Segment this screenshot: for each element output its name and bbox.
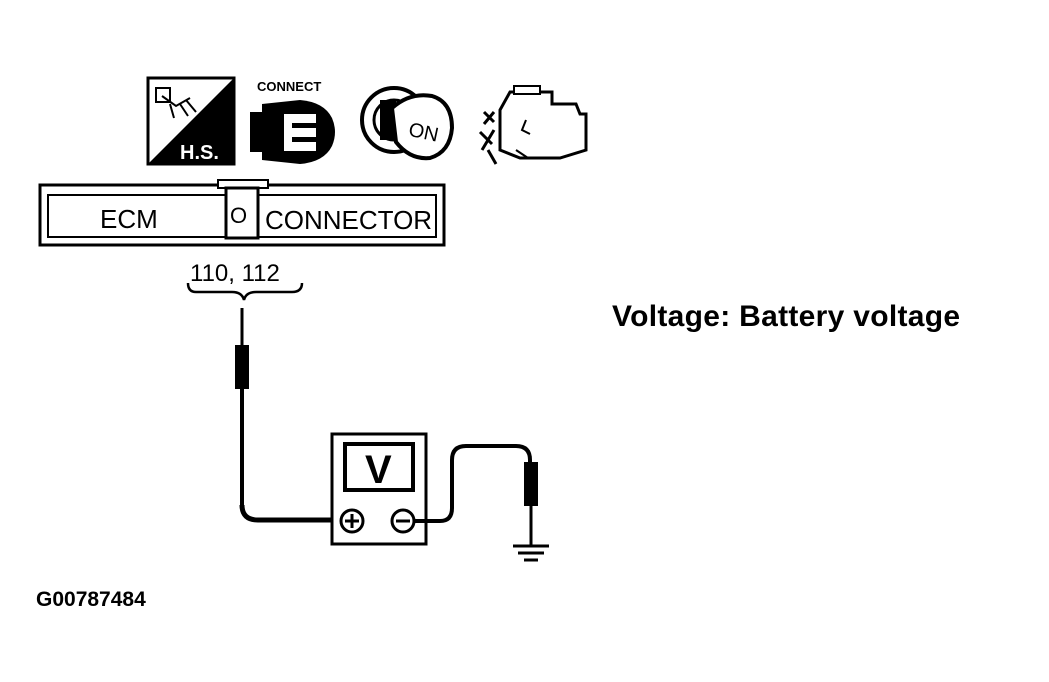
connect-label: CONNECT: [257, 79, 321, 94]
wiring-harness-icon: H.S.: [146, 76, 236, 166]
connector-center-mark: O: [230, 203, 247, 228]
positive-probe-lead: [235, 308, 340, 523]
connector-plug-icon: CONNECT: [250, 79, 335, 164]
terminal-numbers: 110, 112: [190, 260, 280, 287]
ecm-connector: ECM O CONNECTOR: [38, 179, 446, 247]
negative-terminal: [390, 508, 416, 534]
meter-display: V: [365, 448, 392, 492]
ground-icon: [513, 544, 549, 562]
ignition-key-icon: ON: [360, 86, 455, 161]
voltage-specification: Voltage: Battery voltage: [612, 300, 961, 333]
voltmeter: V: [330, 432, 428, 546]
engine-off-icon: [478, 85, 588, 165]
figure-id: G00787484: [36, 588, 146, 611]
terminal-brace: [186, 282, 304, 301]
negative-probe-lead: [414, 444, 538, 545]
connector-label: CONNECTOR: [265, 205, 432, 235]
positive-terminal: [339, 508, 365, 534]
ecm-label: ECM: [100, 204, 158, 234]
harness-label: H.S.: [180, 142, 219, 164]
